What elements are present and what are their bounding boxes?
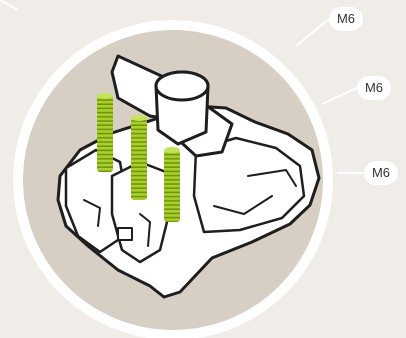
screw-callout-label: M6 (329, 7, 363, 31)
screw-1 (97, 93, 113, 172)
clamp-knob-cap (156, 72, 208, 100)
clamp-slot (118, 228, 132, 240)
leader-line-1 (0, 0, 18, 10)
leader-line-2 (296, 19, 329, 46)
leader-line-3 (322, 88, 357, 104)
screw-callout-label: M6 (357, 76, 391, 100)
screw-callout-label: M6 (364, 161, 398, 185)
screw-3 (164, 147, 180, 222)
screw-2 (131, 115, 147, 200)
